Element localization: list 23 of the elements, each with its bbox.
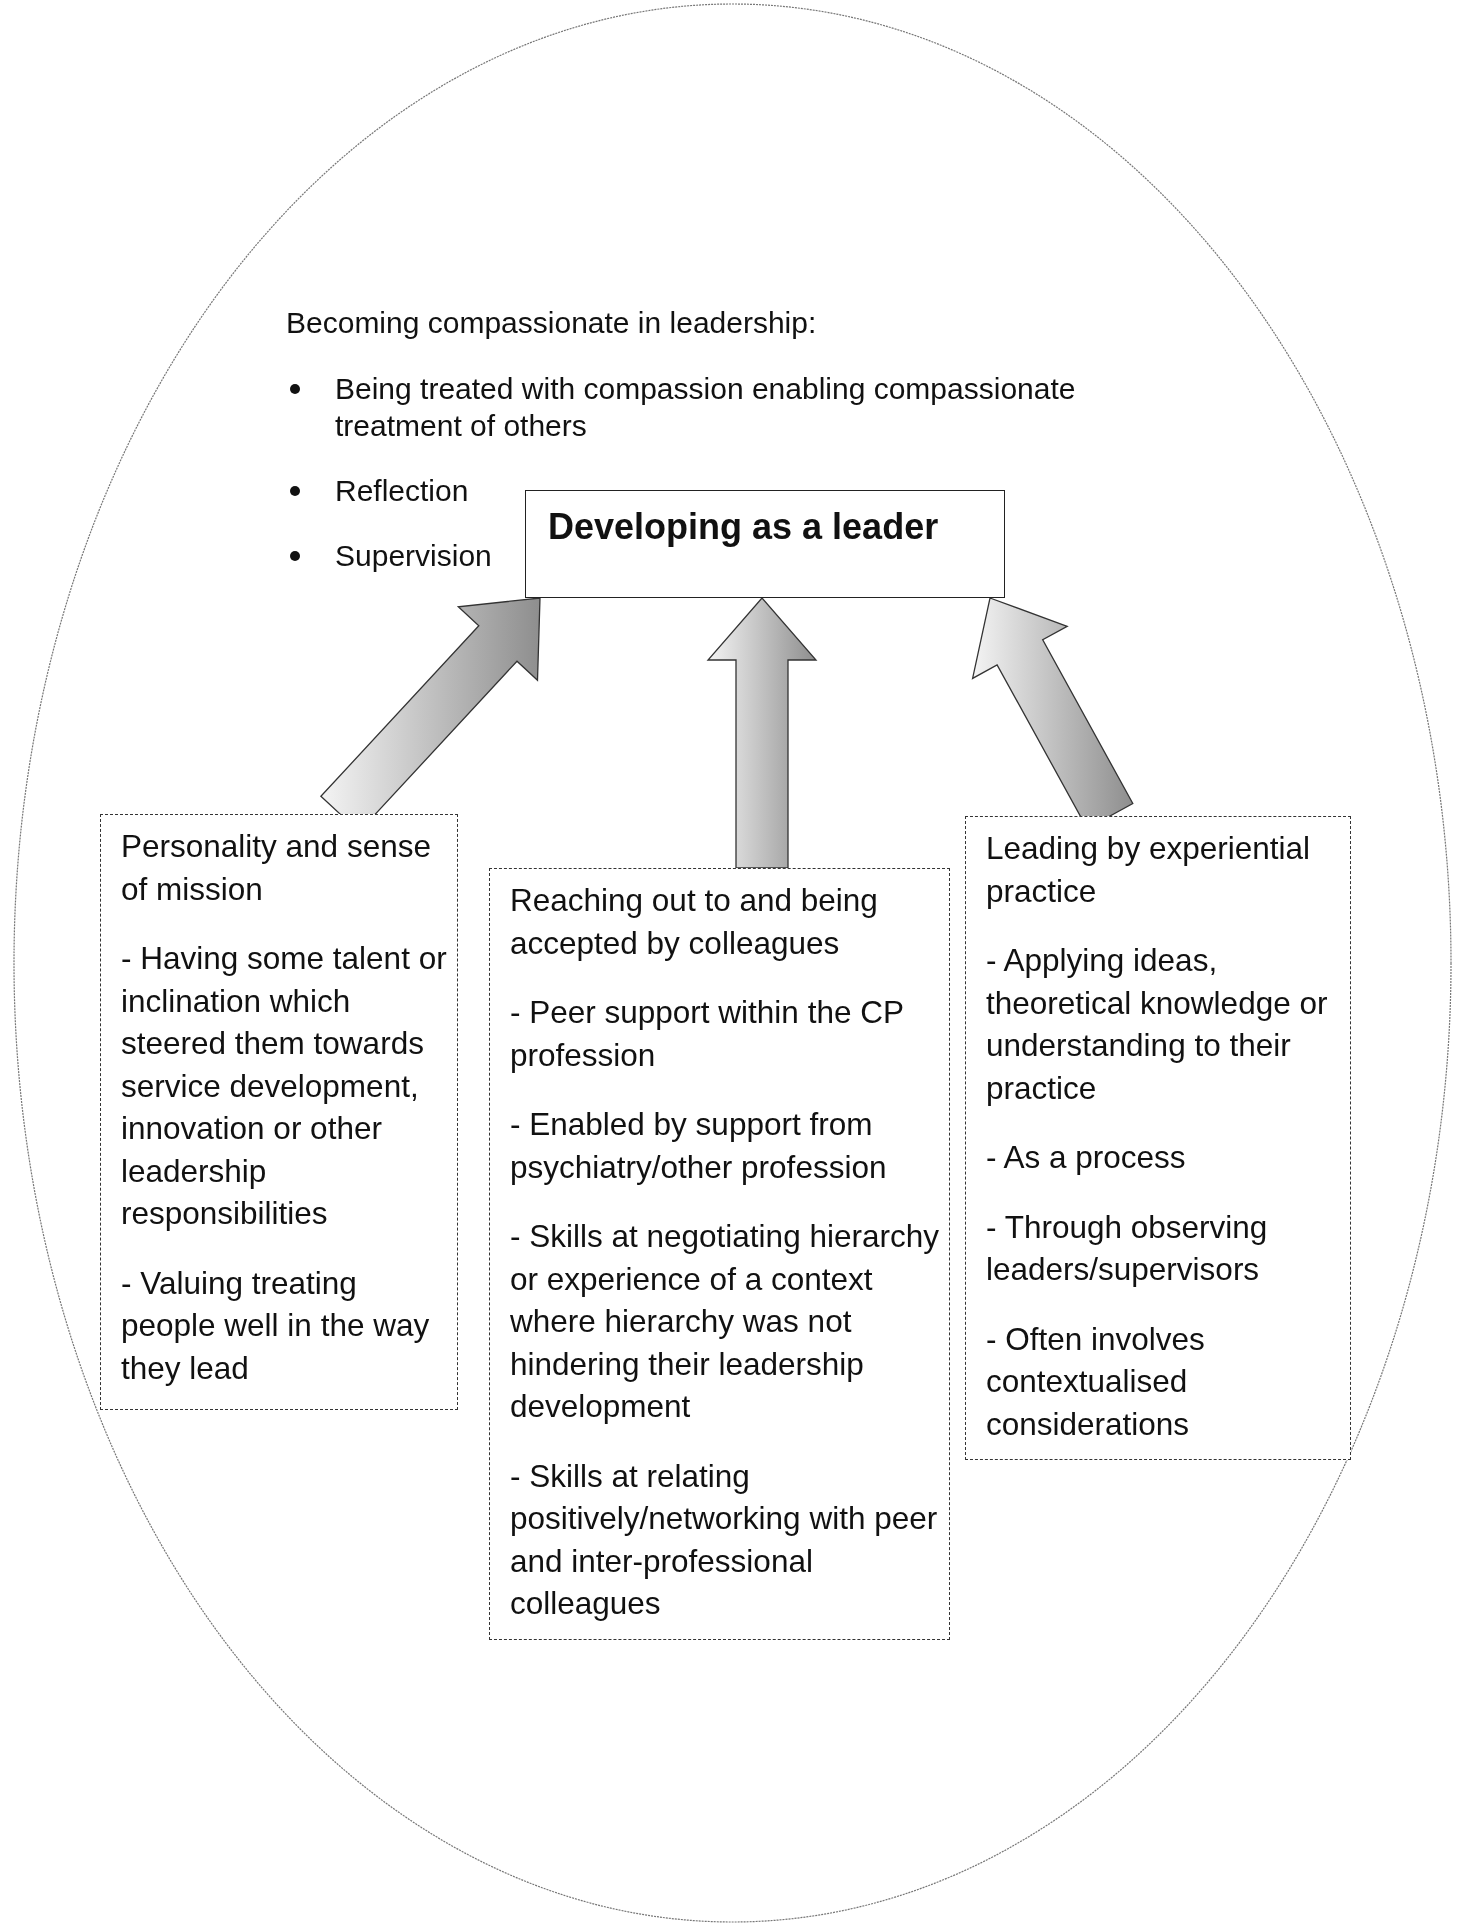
heading-text: Developing as a leader <box>548 505 940 549</box>
list-item: Reflection <box>335 473 469 509</box>
title-box <box>525 490 1005 598</box>
bullet-text: - Skills at negotiating hierarchy or experience of a context where hierarchy was not hindering their leadership development <box>510 1217 940 1426</box>
heading-text: Reaching out to and being accepted by colleagues <box>510 881 879 963</box>
theme-box <box>489 868 950 1640</box>
heading-text: Personality and sense of mission <box>121 827 432 909</box>
bullet-text: - Having some talent or inclination which steered them towards service development, innovation or other leadership responsibilities <box>121 939 448 1233</box>
theme-box <box>965 816 1351 1460</box>
heading-text: Becoming compassionate in leadership: <box>286 305 817 341</box>
bullet-text: - Applying ideas, theoretical knowledge or understanding to their practice <box>986 941 1329 1108</box>
list-item: Being treated with compassion enabling compassionate treatment of others <box>335 371 1077 444</box>
block-arrow <box>706 597 818 869</box>
bullet-text: - Peer support within the CP profession <box>510 993 905 1075</box>
heading-text: Leading by experiential practice <box>986 829 1311 911</box>
list-item: Supervision <box>335 538 492 574</box>
bullet-text: - Through observing leaders/supervisors <box>986 1207 1269 1289</box>
bullet-text: - As a process <box>986 1138 1187 1177</box>
bullet-text: - Valuing treating people well in the way they lead <box>121 1263 431 1388</box>
theme-box <box>100 814 458 1410</box>
bullet-text: - Skills at relating positively/networking with peer and inter-professional colleagues <box>510 1456 939 1623</box>
bullet-text: - Often involves contextualised considerations <box>986 1319 1206 1444</box>
bullet-text: - Enabled by support from psychiatry/other profession <box>510 1105 888 1187</box>
